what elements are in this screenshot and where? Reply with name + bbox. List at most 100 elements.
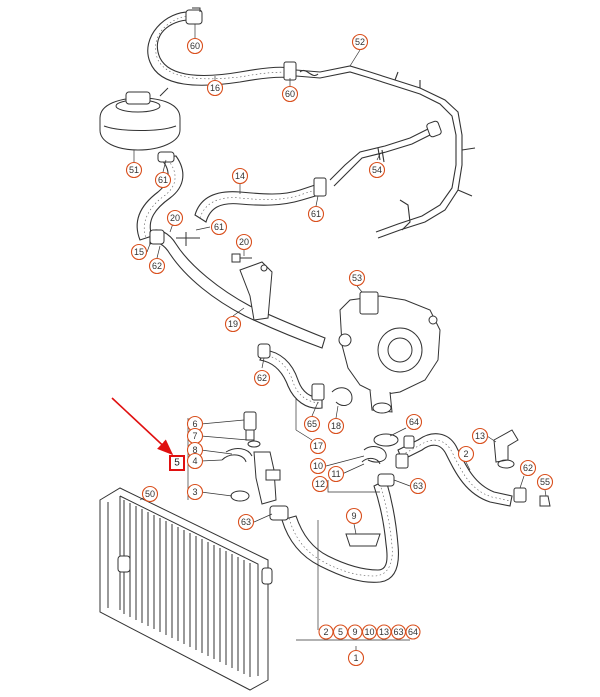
callout-3[interactable]: 3 <box>186 483 204 501</box>
radiator-50 <box>99 487 273 691</box>
callout-label: 11 <box>331 469 340 479</box>
callout-16[interactable]: 16 <box>206 79 224 97</box>
callout-63[interactable]: 63 <box>237 513 255 531</box>
callout-label: 60 <box>190 41 200 51</box>
callout-ring <box>235 233 253 251</box>
callout-label: 7 <box>192 431 197 441</box>
callout-ring <box>237 513 255 531</box>
callout-62[interactable]: 62 <box>519 459 537 477</box>
callout-ring <box>206 79 224 97</box>
callout-4[interactable]: 4 <box>186 452 204 470</box>
callout-19[interactable]: 19 <box>224 315 242 333</box>
callout-ring <box>166 209 184 227</box>
callout-9[interactable]: 9 <box>345 507 363 525</box>
callout-label: 15 <box>134 247 144 257</box>
callout-17[interactable]: 17 <box>309 437 327 455</box>
callout-ring <box>224 315 242 333</box>
callout-label: 62 <box>257 373 267 383</box>
callout-label: 62 <box>152 261 162 271</box>
callout-ring <box>409 477 427 495</box>
callout-2[interactable]: 2 <box>457 445 475 463</box>
bottom-callout-5[interactable]: 5 <box>332 624 349 640</box>
callout-55[interactable]: 55 <box>536 473 554 491</box>
callout-20[interactable]: 20 <box>166 209 184 227</box>
callout-label: 2 <box>463 449 468 459</box>
callout-label: 9 <box>352 627 357 637</box>
callout-label: 18 <box>331 421 341 431</box>
callout-1[interactable]: 1 <box>347 649 365 667</box>
lower-hose <box>269 473 400 583</box>
callout-62[interactable]: 62 <box>253 369 271 387</box>
bottom-callout-63[interactable]: 63 <box>390 624 407 640</box>
callout-label: 61 <box>158 175 168 185</box>
callout-62[interactable]: 62 <box>148 257 166 275</box>
callout-label: 63 <box>241 517 251 527</box>
callout-6[interactable]: 6 <box>186 415 204 433</box>
callout-label: 13 <box>475 431 485 441</box>
callout-50[interactable]: 50 <box>141 485 159 503</box>
callout-20[interactable]: 20 <box>235 233 253 251</box>
callout-ring <box>405 624 421 640</box>
callout-61[interactable]: 61 <box>210 218 228 236</box>
callout-18[interactable]: 18 <box>327 417 345 435</box>
callout-ring <box>281 85 299 103</box>
callout-54[interactable]: 54 <box>368 161 386 179</box>
callout-label: 63 <box>393 627 403 637</box>
callout-13[interactable]: 13 <box>471 427 489 445</box>
callout-52[interactable]: 52 <box>351 33 369 51</box>
callout-64[interactable]: 64 <box>405 413 423 431</box>
callout-label: 16 <box>210 83 220 93</box>
callout-label: 20 <box>239 237 249 247</box>
callout-61[interactable]: 61 <box>154 171 172 189</box>
hose-2 <box>395 429 551 507</box>
callout-14[interactable]: 14 <box>231 167 249 185</box>
callout-ring <box>327 465 345 483</box>
callout-61[interactable]: 61 <box>307 205 325 223</box>
callout-ring <box>457 445 475 463</box>
callout-65[interactable]: 65 <box>303 415 321 433</box>
callout-7[interactable]: 7 <box>186 427 204 445</box>
callout-51[interactable]: 51 <box>125 161 143 179</box>
callout-ring <box>154 171 172 189</box>
callout-ring <box>309 437 327 455</box>
hose-mid <box>257 343 353 409</box>
bottom-callout-13[interactable]: 13 <box>376 624 392 640</box>
seal-rings <box>361 433 399 465</box>
callout-60[interactable]: 60 <box>186 37 204 55</box>
bolt-20 <box>231 253 252 263</box>
callout-label: 8 <box>192 445 197 455</box>
callout-ring <box>303 415 321 433</box>
sensor-assembly <box>221 411 281 505</box>
callout-label: 1 <box>353 653 358 663</box>
hose-16 <box>147 11 293 86</box>
callout-label: 19 <box>228 319 238 329</box>
callout-label: 64 <box>408 627 418 637</box>
callout-label: 14 <box>235 171 245 181</box>
callout-10[interactable]: 10 <box>309 457 327 475</box>
callout-label: 9 <box>351 511 356 521</box>
callout-label: 54 <box>372 165 382 175</box>
callout-label: 12 <box>315 479 325 489</box>
clamp-60-top <box>185 7 203 25</box>
callout-ring <box>186 452 204 470</box>
bottom-callout-2[interactable]: 2 <box>318 624 334 640</box>
callout-60[interactable]: 60 <box>281 85 299 103</box>
callout-label: 10 <box>313 461 323 471</box>
bottom-callout-10[interactable]: 10 <box>361 624 378 640</box>
callout-label: 4 <box>192 456 197 466</box>
bottom-callout-64[interactable]: 64 <box>405 624 421 640</box>
callout-12[interactable]: 12 <box>311 475 329 493</box>
callout-ring <box>345 507 363 525</box>
callout-ring <box>130 243 148 261</box>
callout-5-highlighted[interactable]: 5 <box>169 455 185 471</box>
bottom-callout-9[interactable]: 9 <box>347 624 363 640</box>
callout-63[interactable]: 63 <box>409 477 427 495</box>
callout-label: 55 <box>540 477 550 487</box>
callout-ring <box>125 161 143 179</box>
callout-11[interactable]: 11 <box>327 465 345 483</box>
callout-ring <box>351 33 369 51</box>
callout-15[interactable]: 15 <box>130 243 148 261</box>
callout-53[interactable]: 53 <box>348 269 366 287</box>
